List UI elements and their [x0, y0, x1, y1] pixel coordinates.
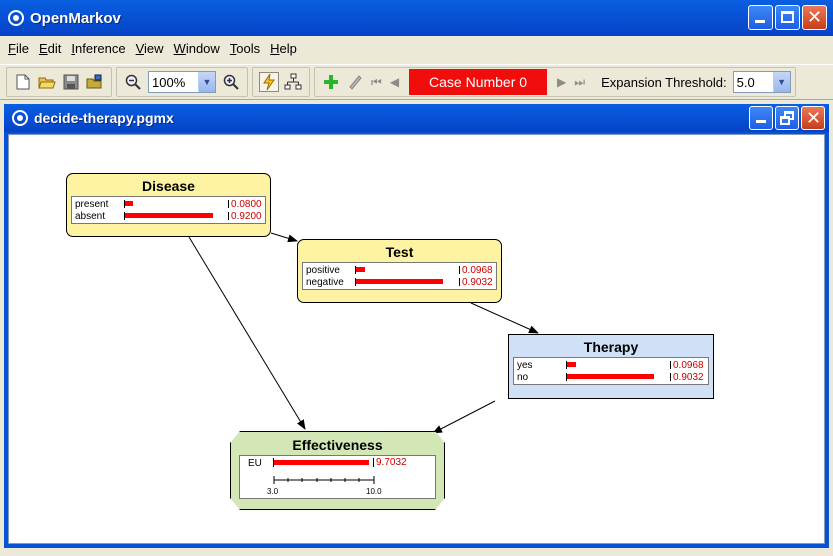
- utility-panel: EU 9.7032 3.0 10.0: [239, 455, 436, 499]
- menu-window[interactable]: Window: [173, 40, 220, 56]
- evidence-tools: ⏮ ◀ Case Number 0 ▶ ⏭ Expansion Threshol…: [314, 67, 796, 97]
- last-case-icon[interactable]: ⏭: [574, 74, 586, 89]
- menu-bar: File Edit Inference View Window Tools He…: [0, 36, 833, 60]
- menu-help[interactable]: Help: [270, 40, 297, 56]
- eu-label: EU: [248, 458, 262, 469]
- zoom-value: 100%: [152, 74, 186, 90]
- close-button[interactable]: ✕: [802, 5, 827, 30]
- minimize-icon: [755, 20, 765, 23]
- eu-value: 9.7032: [376, 457, 407, 468]
- inference-mode-icon[interactable]: [259, 72, 279, 92]
- network-edges: [188, 232, 539, 434]
- new-file-icon[interactable]: [13, 72, 33, 92]
- edge-disease-test: [270, 232, 298, 243]
- scale-min-label: 3.0: [267, 487, 279, 496]
- minimize-button[interactable]: [748, 5, 773, 30]
- close-icon: ✕: [806, 7, 823, 28]
- expansion-threshold-label: Expansion Threshold:: [601, 74, 727, 90]
- open-network-icon[interactable]: [85, 72, 105, 92]
- node-title: Effectiveness: [292, 437, 383, 453]
- menu-view[interactable]: View: [135, 40, 164, 56]
- file-tools: [6, 67, 112, 97]
- state-row: negative 0.9032: [306, 276, 493, 288]
- document-restore-button[interactable]: [775, 106, 799, 130]
- edge-therapy-effectiveness: [432, 400, 496, 434]
- state-row: absent 0.9200: [75, 210, 262, 222]
- document-title: decide-therapy.pgmx: [34, 110, 174, 126]
- toolbar: 100% ▼ ⏮ ◀ Case Number 0 ▶ ⏭ Expansion T…: [0, 64, 833, 100]
- state-row: positive 0.0968: [306, 264, 493, 276]
- document-close-button[interactable]: ✕: [801, 106, 825, 130]
- probability-bar: [356, 279, 443, 284]
- state-list: positive 0.0968 negative 0.9032: [302, 262, 497, 290]
- state-list: yes 0.0968 no 0.9032: [513, 357, 709, 385]
- menu-tools[interactable]: Tools: [229, 40, 261, 56]
- zoom-in-icon[interactable]: [221, 72, 241, 92]
- node-therapy[interactable]: Therapy yes 0.0968 no 0.9032: [508, 334, 714, 399]
- scale-max-label: 10.0: [366, 487, 382, 496]
- node-title: Therapy: [583, 339, 639, 355]
- edge-disease-effectiveness: [188, 236, 306, 430]
- close-icon: ✕: [805, 108, 822, 129]
- eu-bar: [274, 460, 369, 465]
- expansion-threshold-value: 5.0: [736, 74, 755, 90]
- first-case-icon[interactable]: ⏮: [371, 74, 382, 89]
- document-icon: [12, 110, 28, 126]
- probability-bar: [125, 201, 133, 206]
- document-title-bar[interactable]: decide-therapy.pgmx ✕: [4, 104, 829, 132]
- next-case-icon[interactable]: ▶: [557, 75, 567, 89]
- edge-test-therapy: [470, 302, 539, 334]
- expansion-threshold-select[interactable]: 5.0 ▼: [732, 71, 791, 93]
- document-minimize-button[interactable]: [749, 106, 773, 130]
- state-row: yes 0.0968: [517, 359, 704, 371]
- save-icon[interactable]: [61, 72, 81, 92]
- probability-bar: [356, 267, 365, 272]
- zoom-select[interactable]: 100% ▼: [148, 71, 216, 93]
- menu-file[interactable]: File: [8, 40, 29, 56]
- state-row: present 0.0800: [75, 198, 262, 210]
- probability-bar: [567, 362, 576, 367]
- chevron-down-icon[interactable]: ▼: [198, 72, 215, 92]
- minimize-icon: [756, 120, 766, 123]
- add-finding-icon[interactable]: [321, 72, 341, 92]
- previous-case-icon[interactable]: ◀: [389, 75, 400, 89]
- case-number-display: Case Number 0: [409, 69, 548, 95]
- state-list: present 0.0800 absent 0.9200: [71, 196, 266, 224]
- openmarkov-logo-icon: [8, 10, 24, 26]
- chevron-down-icon[interactable]: ▼: [772, 72, 790, 92]
- state-row: no 0.9032: [517, 371, 704, 383]
- menu-inference[interactable]: Inference: [71, 40, 126, 56]
- network-canvas[interactable]: Disease present 0.0800 absent 0.9200 Tes…: [8, 134, 825, 544]
- probability-bar: [567, 374, 654, 379]
- remove-finding-icon[interactable]: [345, 72, 365, 92]
- maximize-icon: [781, 11, 794, 23]
- edit-mode-icon[interactable]: [283, 72, 303, 92]
- menu-edit[interactable]: Edit: [38, 40, 62, 56]
- node-test[interactable]: Test positive 0.0968 negative 0.9032: [297, 239, 502, 303]
- utility-scale-axis: [273, 474, 393, 486]
- node-title: Disease: [142, 178, 195, 194]
- mode-tools: [252, 67, 310, 97]
- node-title: Test: [385, 244, 414, 260]
- app-title: OpenMarkov: [30, 9, 121, 27]
- node-disease[interactable]: Disease present 0.0800 absent 0.9200: [66, 173, 271, 237]
- zoom-out-icon[interactable]: [123, 72, 143, 92]
- open-folder-icon[interactable]: [37, 72, 57, 92]
- node-effectiveness[interactable]: Effectiveness EU 9.7032 3.0 10.0: [230, 431, 445, 510]
- probability-bar: [125, 213, 213, 218]
- zoom-tools: 100% ▼: [116, 67, 248, 97]
- app-title-bar[interactable]: OpenMarkov ✕: [0, 0, 833, 36]
- maximize-button[interactable]: [775, 5, 800, 30]
